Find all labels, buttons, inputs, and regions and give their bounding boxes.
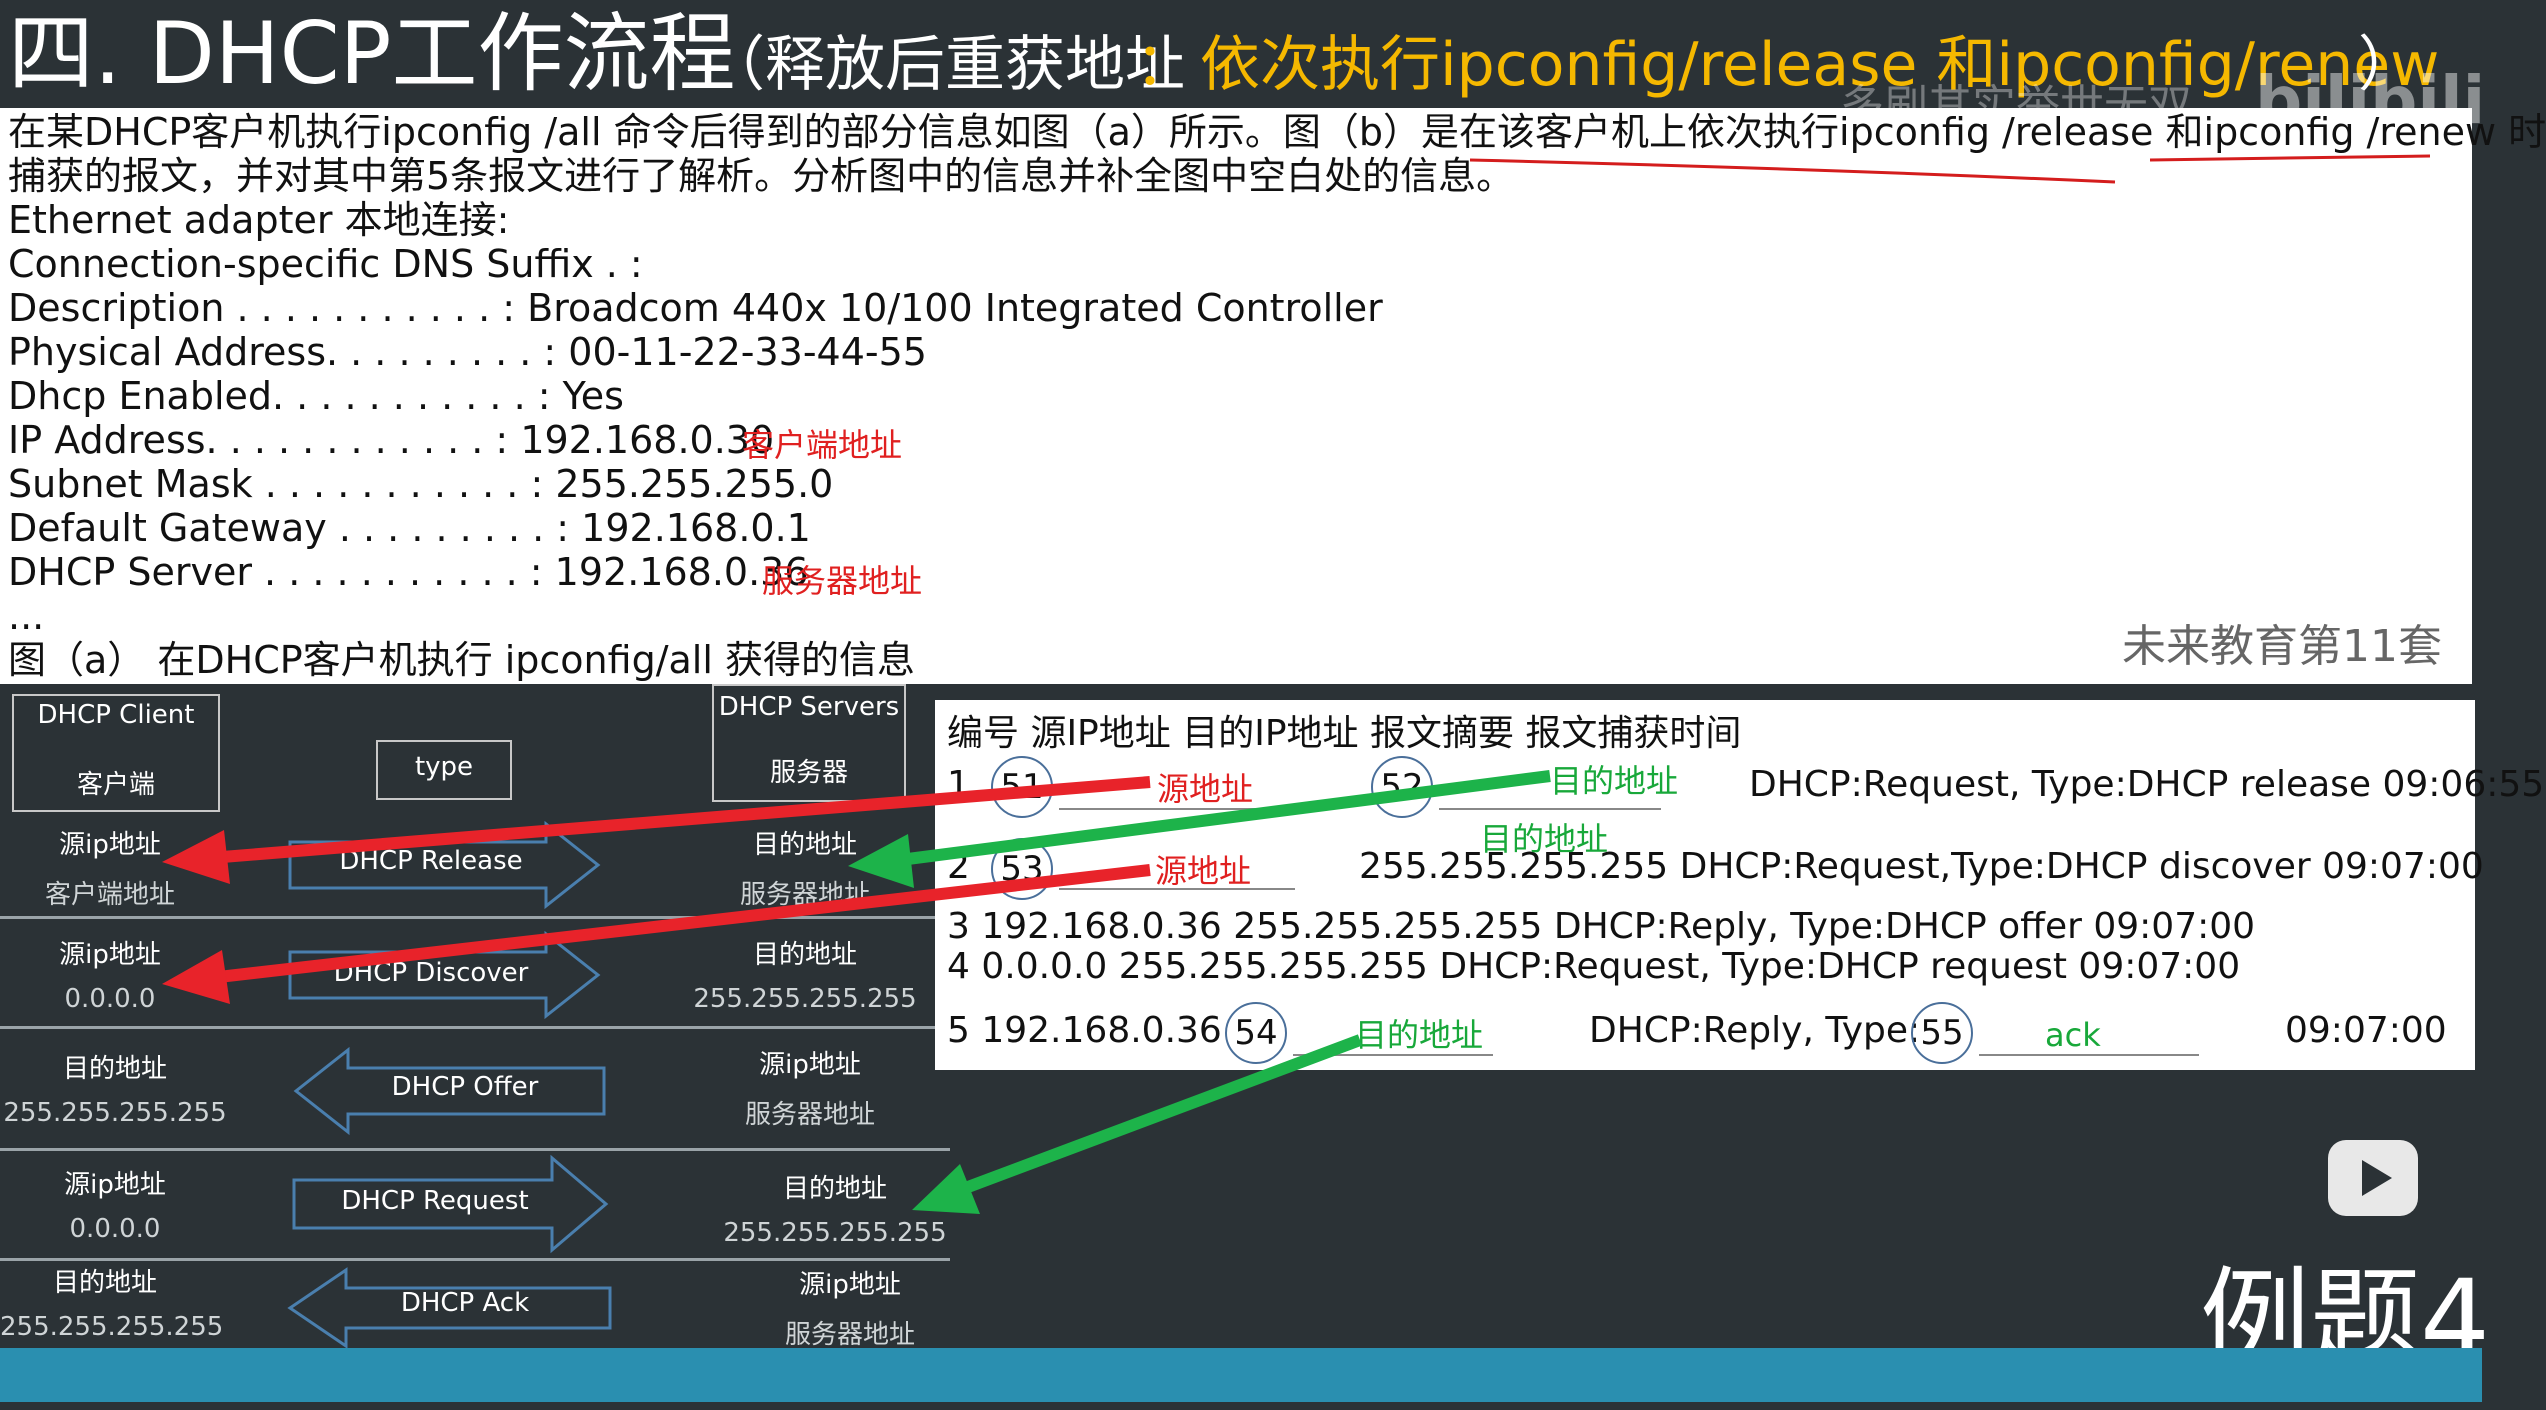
row1-summary: DHCP:Request, Type:DHCP release 09:06:55 (1749, 764, 2545, 805)
discover-right-label: 目的地址 (752, 940, 857, 970)
discover-right-value: 255.255.255.255 (693, 984, 917, 1014)
note-source-1: 源地址 (1157, 770, 1254, 808)
ack-left-value: 255.255.255.255 (0, 1312, 224, 1342)
note-server-address: 服务器地址 (762, 562, 923, 600)
type-box (376, 740, 512, 800)
note-ack: ack (2045, 1016, 2101, 1054)
ack-right-value: 服务器地址 (784, 1320, 915, 1350)
ack-message: DHCP Ack (400, 1288, 530, 1318)
row5-blank-line (1979, 1054, 2199, 1056)
table-header: 编号 源IP地址 目的IP地址 报文摘要 报文捕获时间 (947, 713, 1742, 754)
dhcp-flow-diagram: DHCP Client 客户端 type DHCP Servers 服务器 源i… (0, 684, 960, 1350)
note-destination-5: 目的地址 (1355, 1016, 1484, 1054)
discover-arrow (288, 930, 601, 1020)
row1-blank-line (1059, 808, 1299, 810)
offer-right-value: 服务器地址 (744, 1100, 875, 1130)
row-separator (0, 916, 950, 919)
offer-message: DHCP Offer (391, 1072, 539, 1102)
packet-capture-table: 编号 源IP地址 目的IP地址 报文摘要 报文捕获时间 1 51 52 DHCP… (935, 700, 2544, 1070)
ethernet-adapter-line: Ethernet adapter 本地连接: (8, 198, 510, 242)
row2-summary: 255.255.255.255 DHCP:Request,Type:DHCP d… (1359, 846, 2484, 887)
progress-bar[interactable] (0, 1348, 2482, 1402)
dhcp-server-line: DHCP Server . . . . . . . . . . . : 192.… (8, 550, 809, 594)
request-right-label: 目的地址 (782, 1174, 887, 1204)
row5-time: 09:07:00 (2285, 1010, 2447, 1051)
server-box (712, 684, 906, 802)
ip-address-line: IP Address. . . . . . . . . . . . : 192.… (8, 418, 775, 462)
description-line: Description . . . . . . . . . . . : Broa… (8, 286, 1383, 330)
server-title: DHCP Servers (718, 692, 900, 722)
server-subtitle: 服务器 (769, 758, 848, 788)
row5-prefix: 5 192.168.0.36 (947, 1010, 1222, 1051)
offer-left-value: 255.255.255.255 (3, 1098, 227, 1128)
offer-right-label: 源ip地址 (759, 1050, 861, 1080)
brand-label: 未来教育第11套 (2122, 621, 2442, 672)
request-arrow (292, 1154, 609, 1254)
discover-left-value: 0.0.0.0 (64, 984, 156, 1014)
row5-blank-type: 55 (1911, 1002, 1973, 1064)
request-message: DHCP Request (341, 1186, 529, 1216)
play-triangle-icon (2362, 1160, 2392, 1196)
row2-blank-line (1059, 888, 1295, 890)
request-left-value: 0.0.0.0 (69, 1214, 161, 1244)
offer-left-label: 目的地址 (62, 1054, 167, 1084)
client-title: DHCP Client (37, 700, 195, 730)
discover-left-label: 源ip地址 (59, 940, 161, 970)
release-right-label: 目的地址 (752, 830, 857, 860)
client-box (12, 694, 220, 812)
title-command: 依次执行ipconfig/release 和ipconfig/renew (1200, 30, 2440, 100)
row3: 3 192.168.0.36 255.255.255.255 DHCP:Repl… (947, 906, 2256, 947)
note-client-address: 客户端地址 (742, 426, 903, 464)
row5-blank-line (1293, 1054, 1493, 1056)
ellipsis-line: ... (8, 594, 45, 638)
dhcp-enabled-line: Dhcp Enabled. . . . . . . . . . . : Yes (8, 374, 624, 418)
row1-blank-line (1439, 808, 1661, 810)
title-subtitle: （释放后重获地址 (705, 30, 1185, 100)
note-destination-1b: 目的地址 (1480, 820, 1609, 858)
title-bar (0, 0, 2482, 108)
row4: 4 0.0.0.0 255.255.255.255 DHCP:Request, … (947, 946, 2241, 987)
row5-blank-destination: 54 (1225, 1002, 1287, 1064)
title-colon: ： (1135, 30, 1195, 100)
release-arrow (288, 820, 601, 910)
question-line-1: 在某DHCP客户机执行ipconfig /all 命令后得到的部分信息如图（a）… (8, 110, 2546, 154)
release-left-label: 源ip地址 (59, 830, 161, 860)
release-left-value: 客户端地址 (44, 880, 175, 910)
note-destination-1: 目的地址 (1550, 762, 1679, 800)
type-label: type (414, 752, 474, 782)
ack-left-label: 目的地址 (52, 1268, 157, 1298)
question-line-2: 捕获的报文，并对其中第5条报文进行了解析。分析图中的信息并补全图中空白处的信息。 (8, 154, 1515, 198)
row-separator (0, 1258, 950, 1261)
ack-arrow (287, 1267, 612, 1349)
question-panel: 在某DHCP客户机执行ipconfig /all 命令后得到的部分信息如图（a）… (0, 108, 2546, 684)
figure-a-caption: 图（a） 在DHCP客户机执行 ipconfig/all 获得的信息 (8, 638, 915, 682)
physical-address-line: Physical Address. . . . . . . . . : 00-1… (8, 330, 927, 374)
annotation-arrows (162, 770, 1551, 1214)
subnet-mask-line: Subnet Mask . . . . . . . . . . . : 255.… (8, 462, 834, 506)
row5-summary: DHCP:Reply, Type: (1589, 1010, 1921, 1051)
ack-right-label: 源ip地址 (799, 1270, 901, 1300)
request-right-value: 255.255.255.255 (723, 1218, 947, 1248)
dns-suffix-line: Connection-specific DNS Suffix . : (8, 242, 643, 286)
client-subtitle: 客户端 (76, 770, 155, 800)
default-gateway-line: Default Gateway . . . . . . . . . : 192.… (8, 506, 811, 550)
underline-marks (1469, 154, 2431, 184)
request-left-label: 源ip地址 (64, 1170, 166, 1200)
row-separator (0, 1148, 950, 1151)
note-source-2: 源地址 (1155, 852, 1252, 890)
row-separator (0, 1026, 950, 1029)
offer-arrow (293, 1046, 606, 1136)
title-paren-close: ） (2358, 30, 2418, 100)
page-title: 四. DHCP工作流程 (8, 4, 736, 104)
